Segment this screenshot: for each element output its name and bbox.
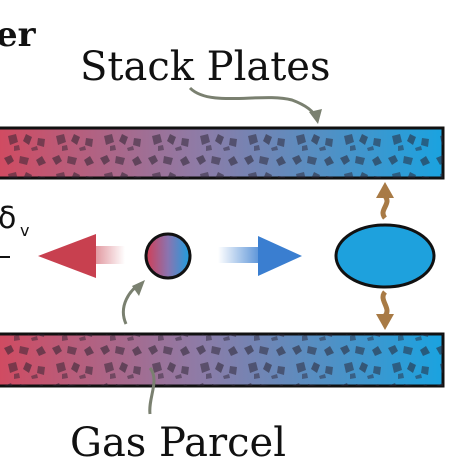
gas-parcel-leader-lower [148, 367, 156, 415]
warm-arrow-left [38, 234, 125, 278]
corner-label-fragment: er [0, 15, 37, 55]
delta-subscript: v [20, 221, 29, 240]
delta-symbol: δ [0, 201, 16, 236]
upward-expansion-arrow [376, 182, 394, 220]
top-stack-plate [0, 126, 445, 180]
stack-plates-label: Stack Plates [80, 44, 331, 90]
stack-plates-leader-arrowhead [309, 109, 322, 124]
bottom-stack-plate [0, 332, 445, 388]
gas-parcel-label: Gas Parcel [70, 420, 286, 466]
expanded-gas-parcel [334, 223, 436, 289]
stack-plates-leader-line [188, 86, 318, 119]
downward-expansion-arrow [376, 290, 394, 330]
cool-arrow-right [218, 236, 302, 276]
gas-parcel [144, 232, 192, 280]
gas-parcel-leader-arrowhead [132, 280, 145, 296]
